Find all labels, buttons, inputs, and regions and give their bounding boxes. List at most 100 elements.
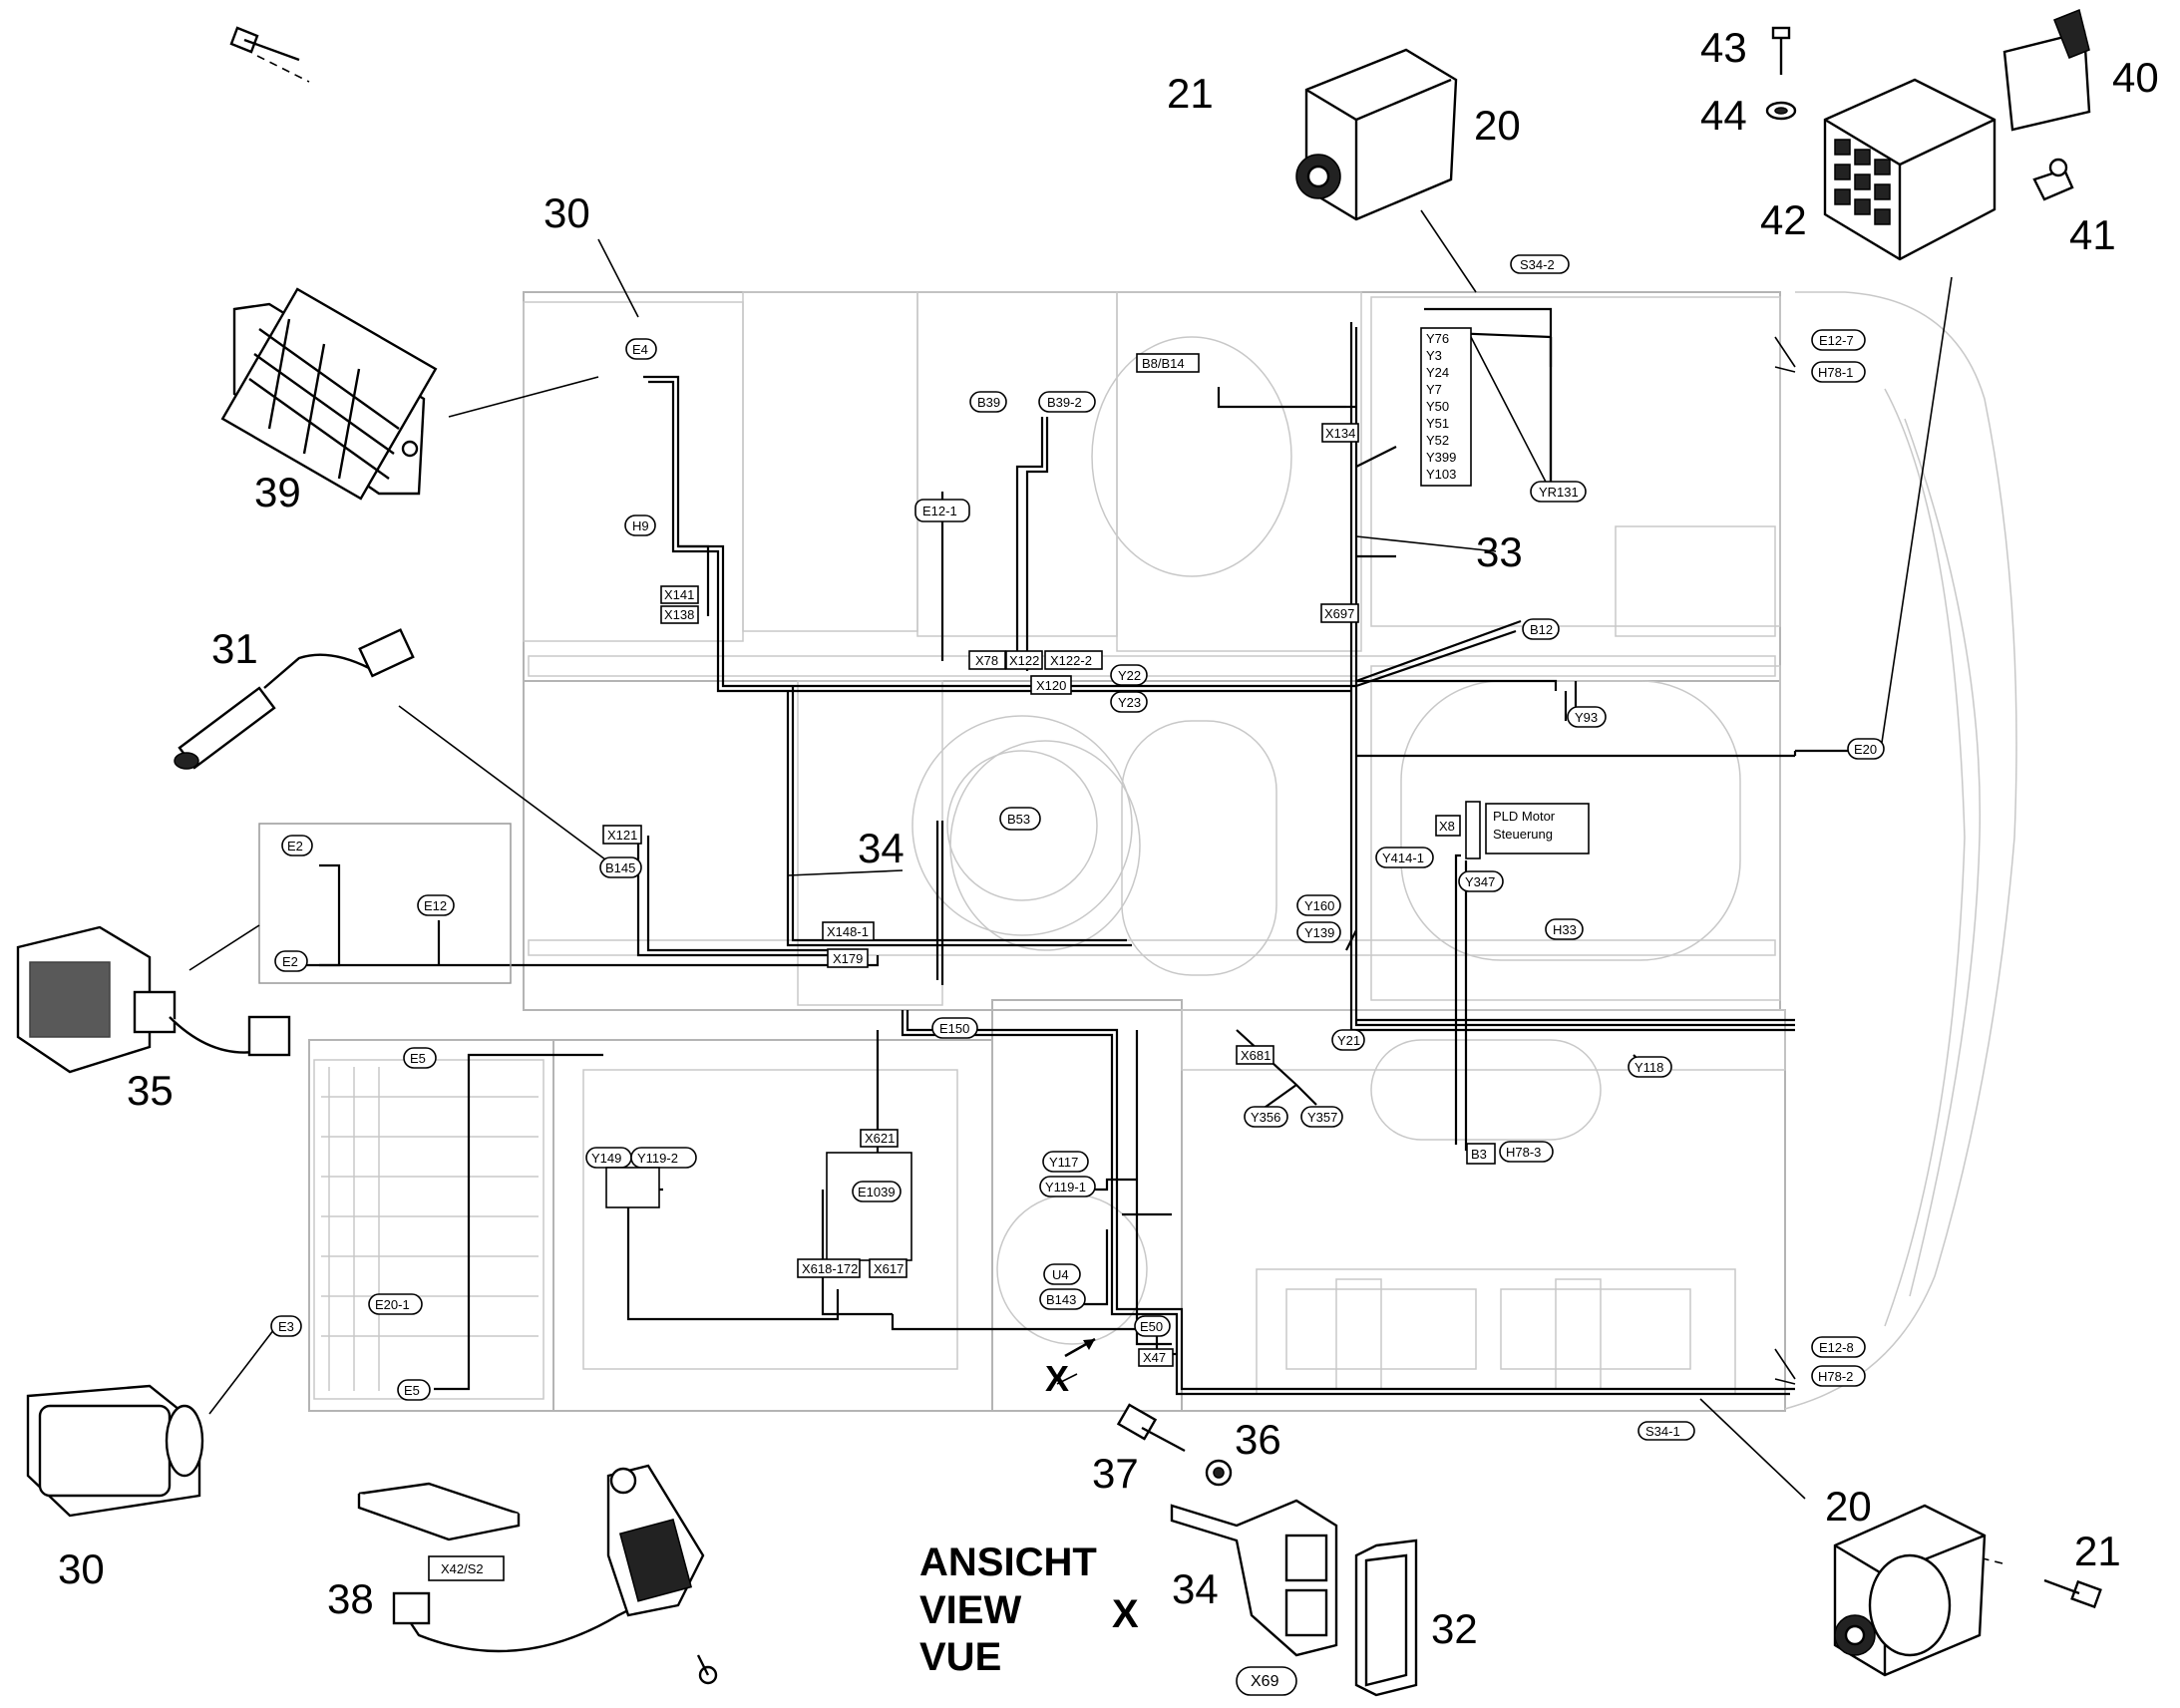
tag-y52: Y52 (1426, 433, 1449, 448)
part-44-washer (1765, 101, 1797, 121)
callout-40: 40 (2112, 54, 2159, 101)
tag-x42-s2: X42/S2 (441, 1561, 484, 1576)
tag-x681: X681 (1241, 1048, 1271, 1063)
tag-x78: X78 (975, 653, 998, 668)
tag-b39-2: B39-2 (1047, 395, 1082, 410)
callout-36: 36 (1235, 1416, 1281, 1463)
callout-20-top: 20 (1474, 102, 1521, 149)
callout-41: 41 (2069, 211, 2116, 258)
tag-b145: B145 (605, 860, 635, 875)
tag-e20-1: E20-1 (375, 1297, 410, 1312)
callout-33: 33 (1476, 528, 1523, 575)
tag-b143: B143 (1046, 1292, 1076, 1307)
callout-44: 44 (1700, 92, 1747, 139)
tag-e2-bottom: E2 (282, 954, 298, 969)
tag-x134: X134 (1325, 426, 1355, 441)
tag-y119-2: Y119-2 (637, 1151, 678, 1166)
tag-x179: X179 (833, 951, 863, 966)
part-31-sensor (174, 628, 415, 770)
callout-35: 35 (127, 1067, 174, 1114)
tag-y399: Y399 (1426, 450, 1456, 465)
tag-e4: E4 (632, 342, 648, 357)
part-20-top-relay-box (1295, 48, 1458, 221)
tag-x69: X69 (1251, 1673, 1279, 1690)
tag-h9: H9 (632, 518, 649, 533)
part-21-top-bolt (229, 26, 300, 62)
tag-y93: Y93 (1575, 710, 1598, 725)
part-joystick (606, 1464, 705, 1617)
grille-42 (1834, 139, 1891, 225)
tag-x122-2: X122-2 (1050, 653, 1092, 668)
tag-x8: X8 (1439, 819, 1455, 834)
part-38-switch-harness (357, 1482, 718, 1685)
tag-e5-bottom: E5 (404, 1383, 420, 1398)
tag-y118: Y118 (1635, 1060, 1663, 1075)
callout-30-top: 30 (544, 189, 590, 236)
inset-box (258, 823, 512, 984)
tag-u4: U4 (1052, 1267, 1069, 1282)
leader-lines (188, 55, 2003, 1564)
tag-y7: Y7 (1426, 382, 1442, 397)
tag-e3: E3 (278, 1319, 294, 1334)
mounting-plates (1285, 1278, 1691, 1390)
component-tags: S34-2 E4 B8/B14 Y76 Y3 Y24 Y7 Y50 Y51 Y5… (270, 254, 1885, 1696)
tag-y22: Y22 (1118, 668, 1141, 683)
tag-x148-1: X148-1 (827, 924, 869, 939)
tag-e12: E12 (424, 898, 447, 913)
callout-39: 39 (254, 469, 301, 515)
tag-y103: Y103 (1426, 467, 1456, 482)
part-39-light-grille (220, 287, 438, 501)
part-21-bottom-bolt (2043, 1578, 2102, 1609)
tag-pld-line2: Steuerung (1493, 827, 1553, 842)
tag-x621: X621 (865, 1131, 895, 1146)
tag-e2-top: E2 (287, 839, 303, 854)
part-40-cap (2002, 8, 2091, 132)
view-label-marker: X (1112, 1592, 1139, 1636)
tag-x617: X617 (874, 1261, 904, 1276)
tag-b53: B53 (1007, 812, 1030, 827)
part-41-bulb (2032, 158, 2074, 201)
tag-b39: B39 (977, 395, 1000, 410)
tag-y356: Y356 (1251, 1110, 1280, 1125)
part-30-headlight (26, 1384, 204, 1518)
view-label: ANSICHT VIEW VUE X (919, 1540, 1139, 1679)
left-ladder (313, 1059, 545, 1400)
tag-pld-line1: PLD Motor (1493, 809, 1556, 824)
tag-x122: X122 (1009, 653, 1039, 668)
callout-32: 32 (1431, 1605, 1478, 1652)
part-32-seal (1354, 1538, 1418, 1697)
tag-yr131: YR131 (1539, 485, 1579, 500)
tag-e20: E20 (1854, 742, 1877, 757)
machine-frame (308, 291, 2017, 1412)
callout-42: 42 (1760, 196, 1807, 243)
tag-e12-8: E12-8 (1819, 1340, 1854, 1355)
tag-y76: Y76 (1426, 331, 1449, 346)
part-36-nut (1205, 1459, 1233, 1487)
callout-38: 38 (327, 1575, 374, 1622)
tag-x141: X141 (664, 587, 694, 602)
tag-s34-2: S34-2 (1520, 257, 1555, 272)
tag-x121: X121 (607, 828, 637, 843)
tag-h78-2: H78-2 (1818, 1369, 1853, 1384)
callout-34-view: 34 (1172, 1565, 1219, 1612)
tag-e5-top: E5 (410, 1051, 426, 1066)
callout-30-bottom: 30 (58, 1545, 105, 1592)
tag-e150: E150 (939, 1021, 969, 1036)
callout-21-top: 21 (1167, 70, 1214, 117)
part-35-work-light (16, 925, 291, 1074)
tag-y414-1: Y414-1 (1382, 851, 1424, 865)
part-34-view-grommet (1170, 1499, 1338, 1657)
tag-y117: Y117 (1049, 1155, 1078, 1170)
section-arrow-head (1083, 1339, 1095, 1350)
callout-37: 37 (1092, 1450, 1139, 1497)
tag-h78-1: H78-1 (1818, 365, 1853, 380)
view-label-ansicht: ANSICHT (919, 1540, 1097, 1584)
tag-y347: Y347 (1465, 874, 1495, 889)
tag-y3: Y3 (1426, 348, 1442, 363)
tag-x697: X697 (1324, 606, 1354, 621)
tag-y51: Y51 (1426, 416, 1449, 431)
tag-e12-7: E12-7 (1819, 333, 1854, 348)
callout-numbers: 20 21 43 44 40 42 41 30 39 33 31 34 35 3… (58, 24, 2159, 1652)
tag-x120: X120 (1036, 678, 1066, 693)
